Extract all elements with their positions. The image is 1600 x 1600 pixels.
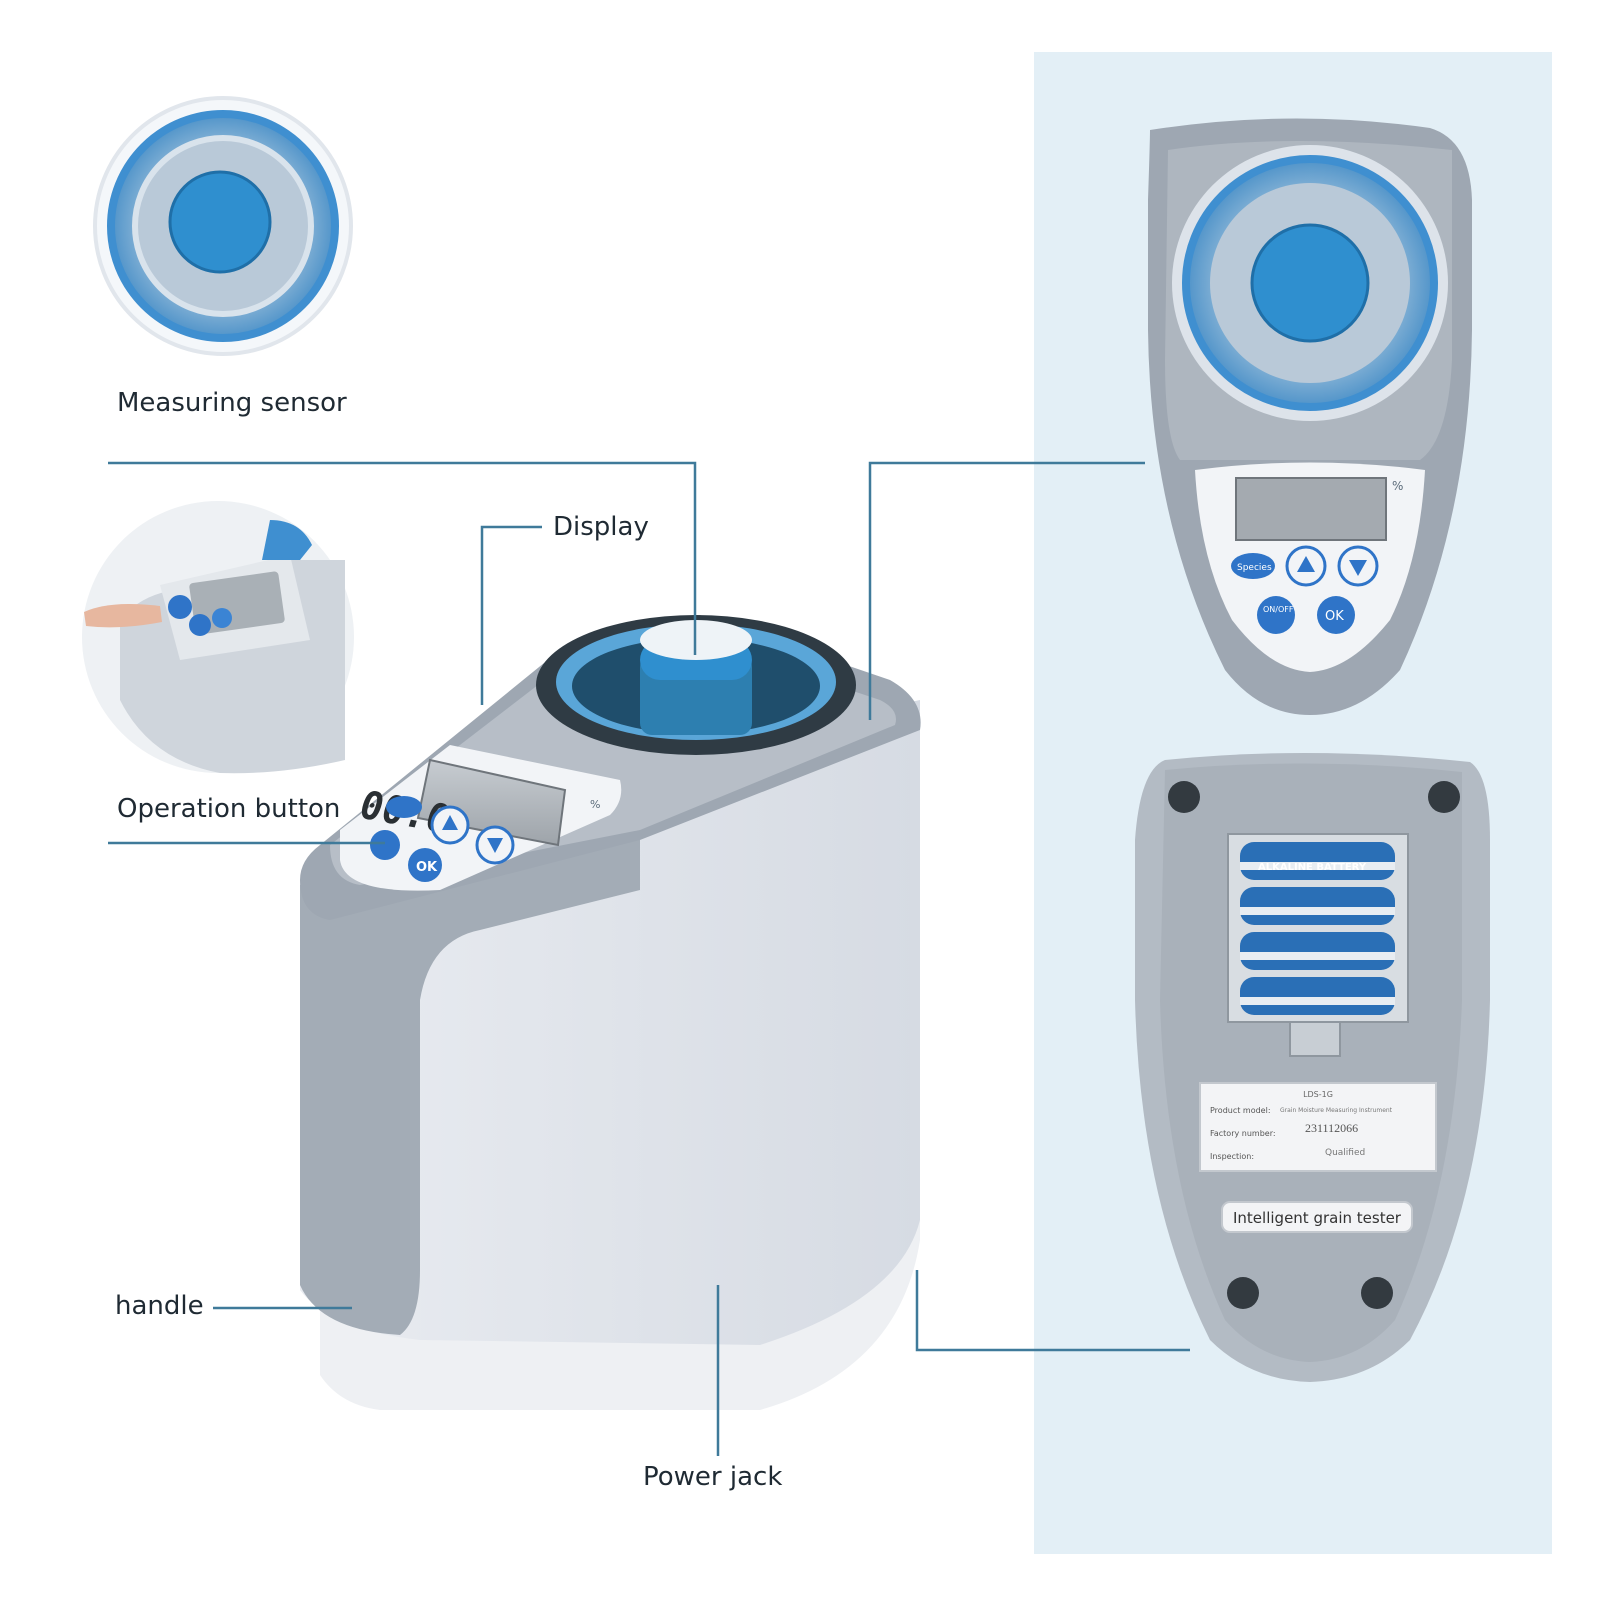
sticker-product-model-value: Grain Moisture Measuring Instrument	[1280, 1107, 1393, 1114]
product-badge-text: Intelligent grain tester	[1233, 1209, 1402, 1227]
top-view-device: % Species ON/OFF OK	[1148, 118, 1472, 715]
on-off-button-label: ON/OFF	[1263, 605, 1294, 614]
species-button-label: Species	[1237, 563, 1272, 573]
ok-button	[408, 848, 442, 882]
callout-line-sensor	[108, 461, 697, 655]
sticker-product-model-label: Product model:	[1210, 1106, 1271, 1115]
ok-button-label: OK	[416, 860, 438, 875]
bottom-view-device: ALKALINE BATTERY LDS-1G Product model: G…	[1135, 752, 1490, 1382]
callout-lines	[108, 461, 1190, 1456]
sticker-inspection-value: Qualified	[1325, 1148, 1365, 1158]
sticker-model-code: LDS-1G	[1303, 1090, 1333, 1099]
battery-label: ALKALINE BATTERY	[1258, 862, 1367, 873]
sticker-factory-number-label: Factory number:	[1210, 1129, 1276, 1138]
label-measuring-sensor: Measuring sensor	[117, 388, 347, 418]
label-display: Display	[553, 512, 649, 542]
battery-stack: ALKALINE BATTERY	[1240, 842, 1395, 1015]
info-sticker	[1199, 1082, 1437, 1172]
product-badge	[1221, 1201, 1413, 1233]
label-operation-button: Operation button	[117, 794, 341, 824]
on-off-button	[370, 830, 400, 860]
label-power-jack: Power jack	[643, 1462, 783, 1492]
sticker-factory-number-value: 231112066	[1305, 1121, 1358, 1135]
main-device: 00.0 % OK	[300, 615, 921, 1410]
species-button	[386, 796, 422, 818]
label-handle: handle	[115, 1291, 204, 1321]
callout-line-top-view	[868, 461, 1145, 720]
percent-unit: %	[590, 798, 600, 811]
operation-button-closeup	[82, 501, 354, 774]
top-view-ok-label: OK	[1325, 609, 1344, 624]
top-view-species-button	[1231, 553, 1275, 579]
callout-line-bottom-view	[915, 1270, 1190, 1352]
measuring-sensor-closeup	[93, 96, 353, 356]
callout-line-display	[480, 525, 542, 705]
top-view-percent-unit: %	[1392, 479, 1403, 493]
sticker-inspection-label: Inspection:	[1210, 1152, 1254, 1161]
